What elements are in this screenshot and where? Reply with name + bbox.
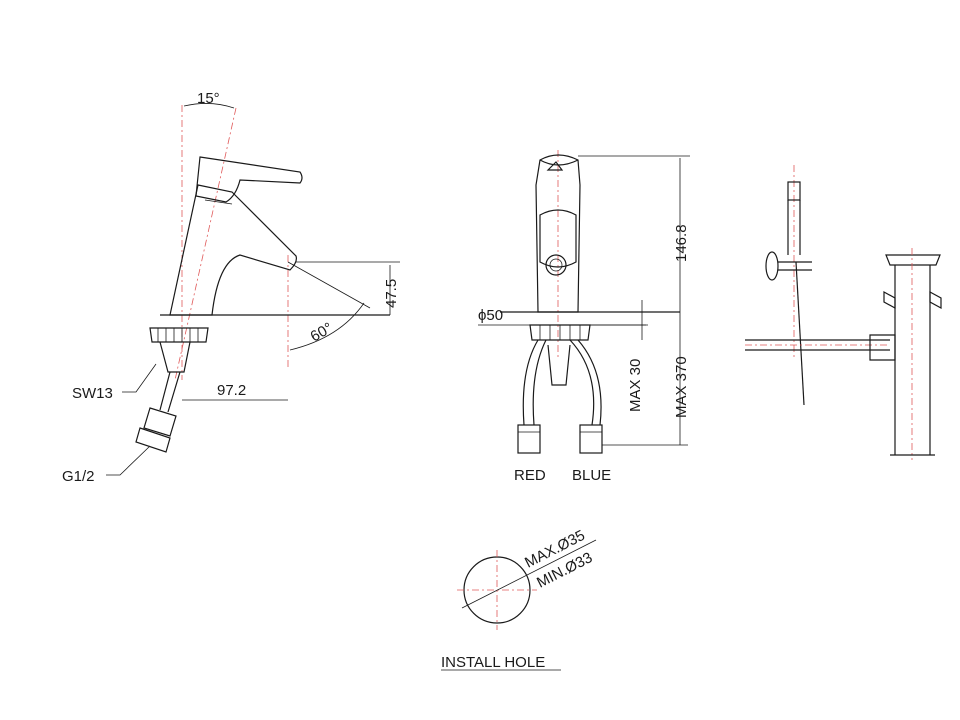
lift-rod (795, 261, 805, 406)
side-view: 15° 47.5 60° 97.2 SW13 G1/2 (62, 90, 400, 485)
install-hole: MAX.Ø35 MIN.Ø33 INSTALL HOLE (441, 527, 597, 671)
blue-fitting (579, 424, 603, 454)
hose-nut (135, 427, 171, 453)
angle-spout-label: 60° (308, 319, 336, 345)
front-view: 146.8 MAX 370 MAX 30 ϕ50 RED BLUE (478, 150, 690, 484)
side-body (169, 184, 297, 316)
rod-clamp (765, 251, 779, 281)
hose-blue (569, 339, 602, 426)
max-deck-label: MAX 30 (627, 359, 644, 412)
drain-nut (869, 334, 896, 361)
spout-front (539, 209, 577, 268)
angle-top-label: 15° (197, 90, 220, 107)
center-rod (547, 344, 571, 386)
red-label: RED (514, 467, 546, 484)
hose-red (522, 339, 547, 426)
wrench-leader (122, 363, 157, 393)
aerator (545, 254, 567, 276)
body-height-label: 146.8 (673, 224, 690, 262)
rod-knob (787, 181, 801, 201)
lever-handle (195, 156, 303, 203)
side-hose (159, 371, 181, 413)
thread-leader (106, 445, 151, 476)
angle-spout-arc (289, 302, 365, 351)
body-detail-line (204, 199, 233, 205)
blue-label: BLUE (572, 467, 611, 484)
diameter-label: ϕ50 (478, 307, 503, 324)
reach-label: 97.2 (217, 382, 246, 399)
max-total-label: MAX 370 (673, 356, 690, 418)
install-hole-caption: INSTALL HOLE (441, 654, 545, 671)
height-spout-label: 47.5 (383, 279, 400, 308)
section-view (745, 165, 942, 460)
lever-front (546, 161, 564, 171)
threaded-shank (159, 341, 191, 373)
drain-flange (885, 254, 941, 266)
side-tilted-centerline (174, 107, 237, 381)
hose-fitting (143, 407, 177, 437)
wrench-size-label: SW13 (72, 385, 113, 402)
angle-top-arc (183, 103, 235, 109)
hole-diameter-leader (461, 539, 597, 609)
red-fitting (517, 424, 541, 454)
mounting-nut (149, 327, 209, 343)
thread-label: G1/2 (62, 468, 95, 485)
